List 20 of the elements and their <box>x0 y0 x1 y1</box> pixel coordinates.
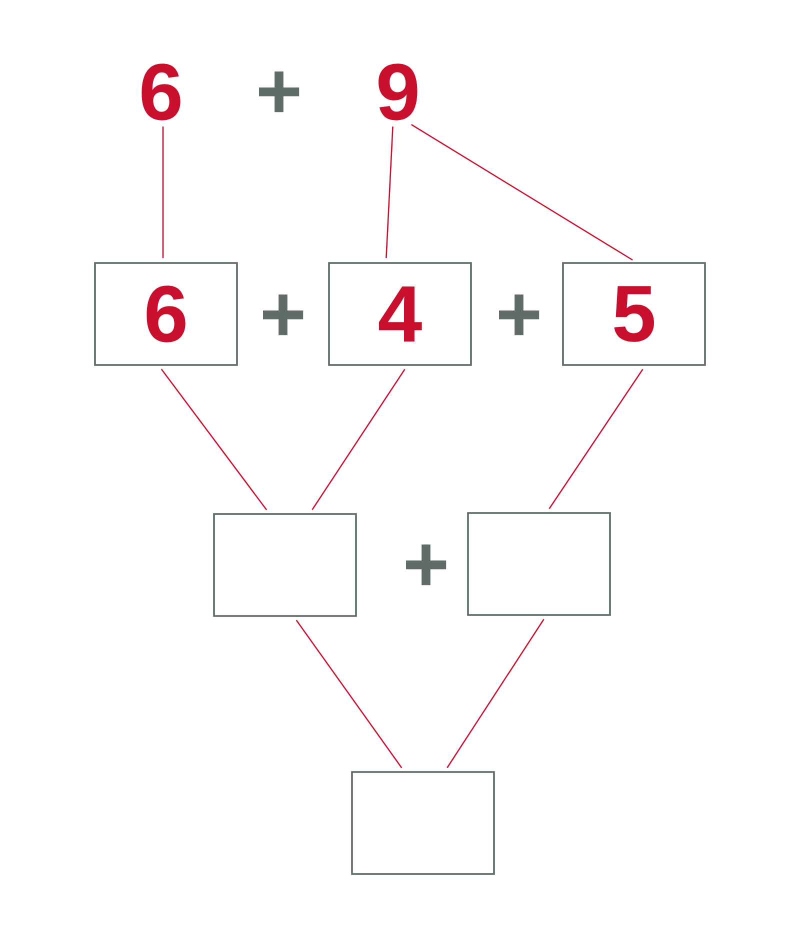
connector-line <box>296 620 402 768</box>
number: 9 <box>378 64 418 120</box>
plus-sign: + <box>263 294 304 336</box>
connector-line <box>386 126 394 258</box>
connector-line <box>411 124 633 261</box>
empty-box <box>467 512 611 616</box>
number-box: 5 <box>562 262 706 366</box>
number-box: 6 <box>94 262 238 366</box>
connector-line <box>548 368 644 510</box>
connector-line <box>162 126 164 258</box>
empty-box <box>213 513 357 617</box>
number: 6 <box>142 64 180 120</box>
connector-line <box>160 368 268 510</box>
plus-sign: + <box>499 294 540 336</box>
empty-box <box>351 771 495 875</box>
plus-sign: + <box>406 544 446 586</box>
connector-line <box>312 368 406 510</box>
plus-sign: + <box>259 72 300 112</box>
number-box: 4 <box>328 262 472 366</box>
connector-line <box>446 618 544 768</box>
